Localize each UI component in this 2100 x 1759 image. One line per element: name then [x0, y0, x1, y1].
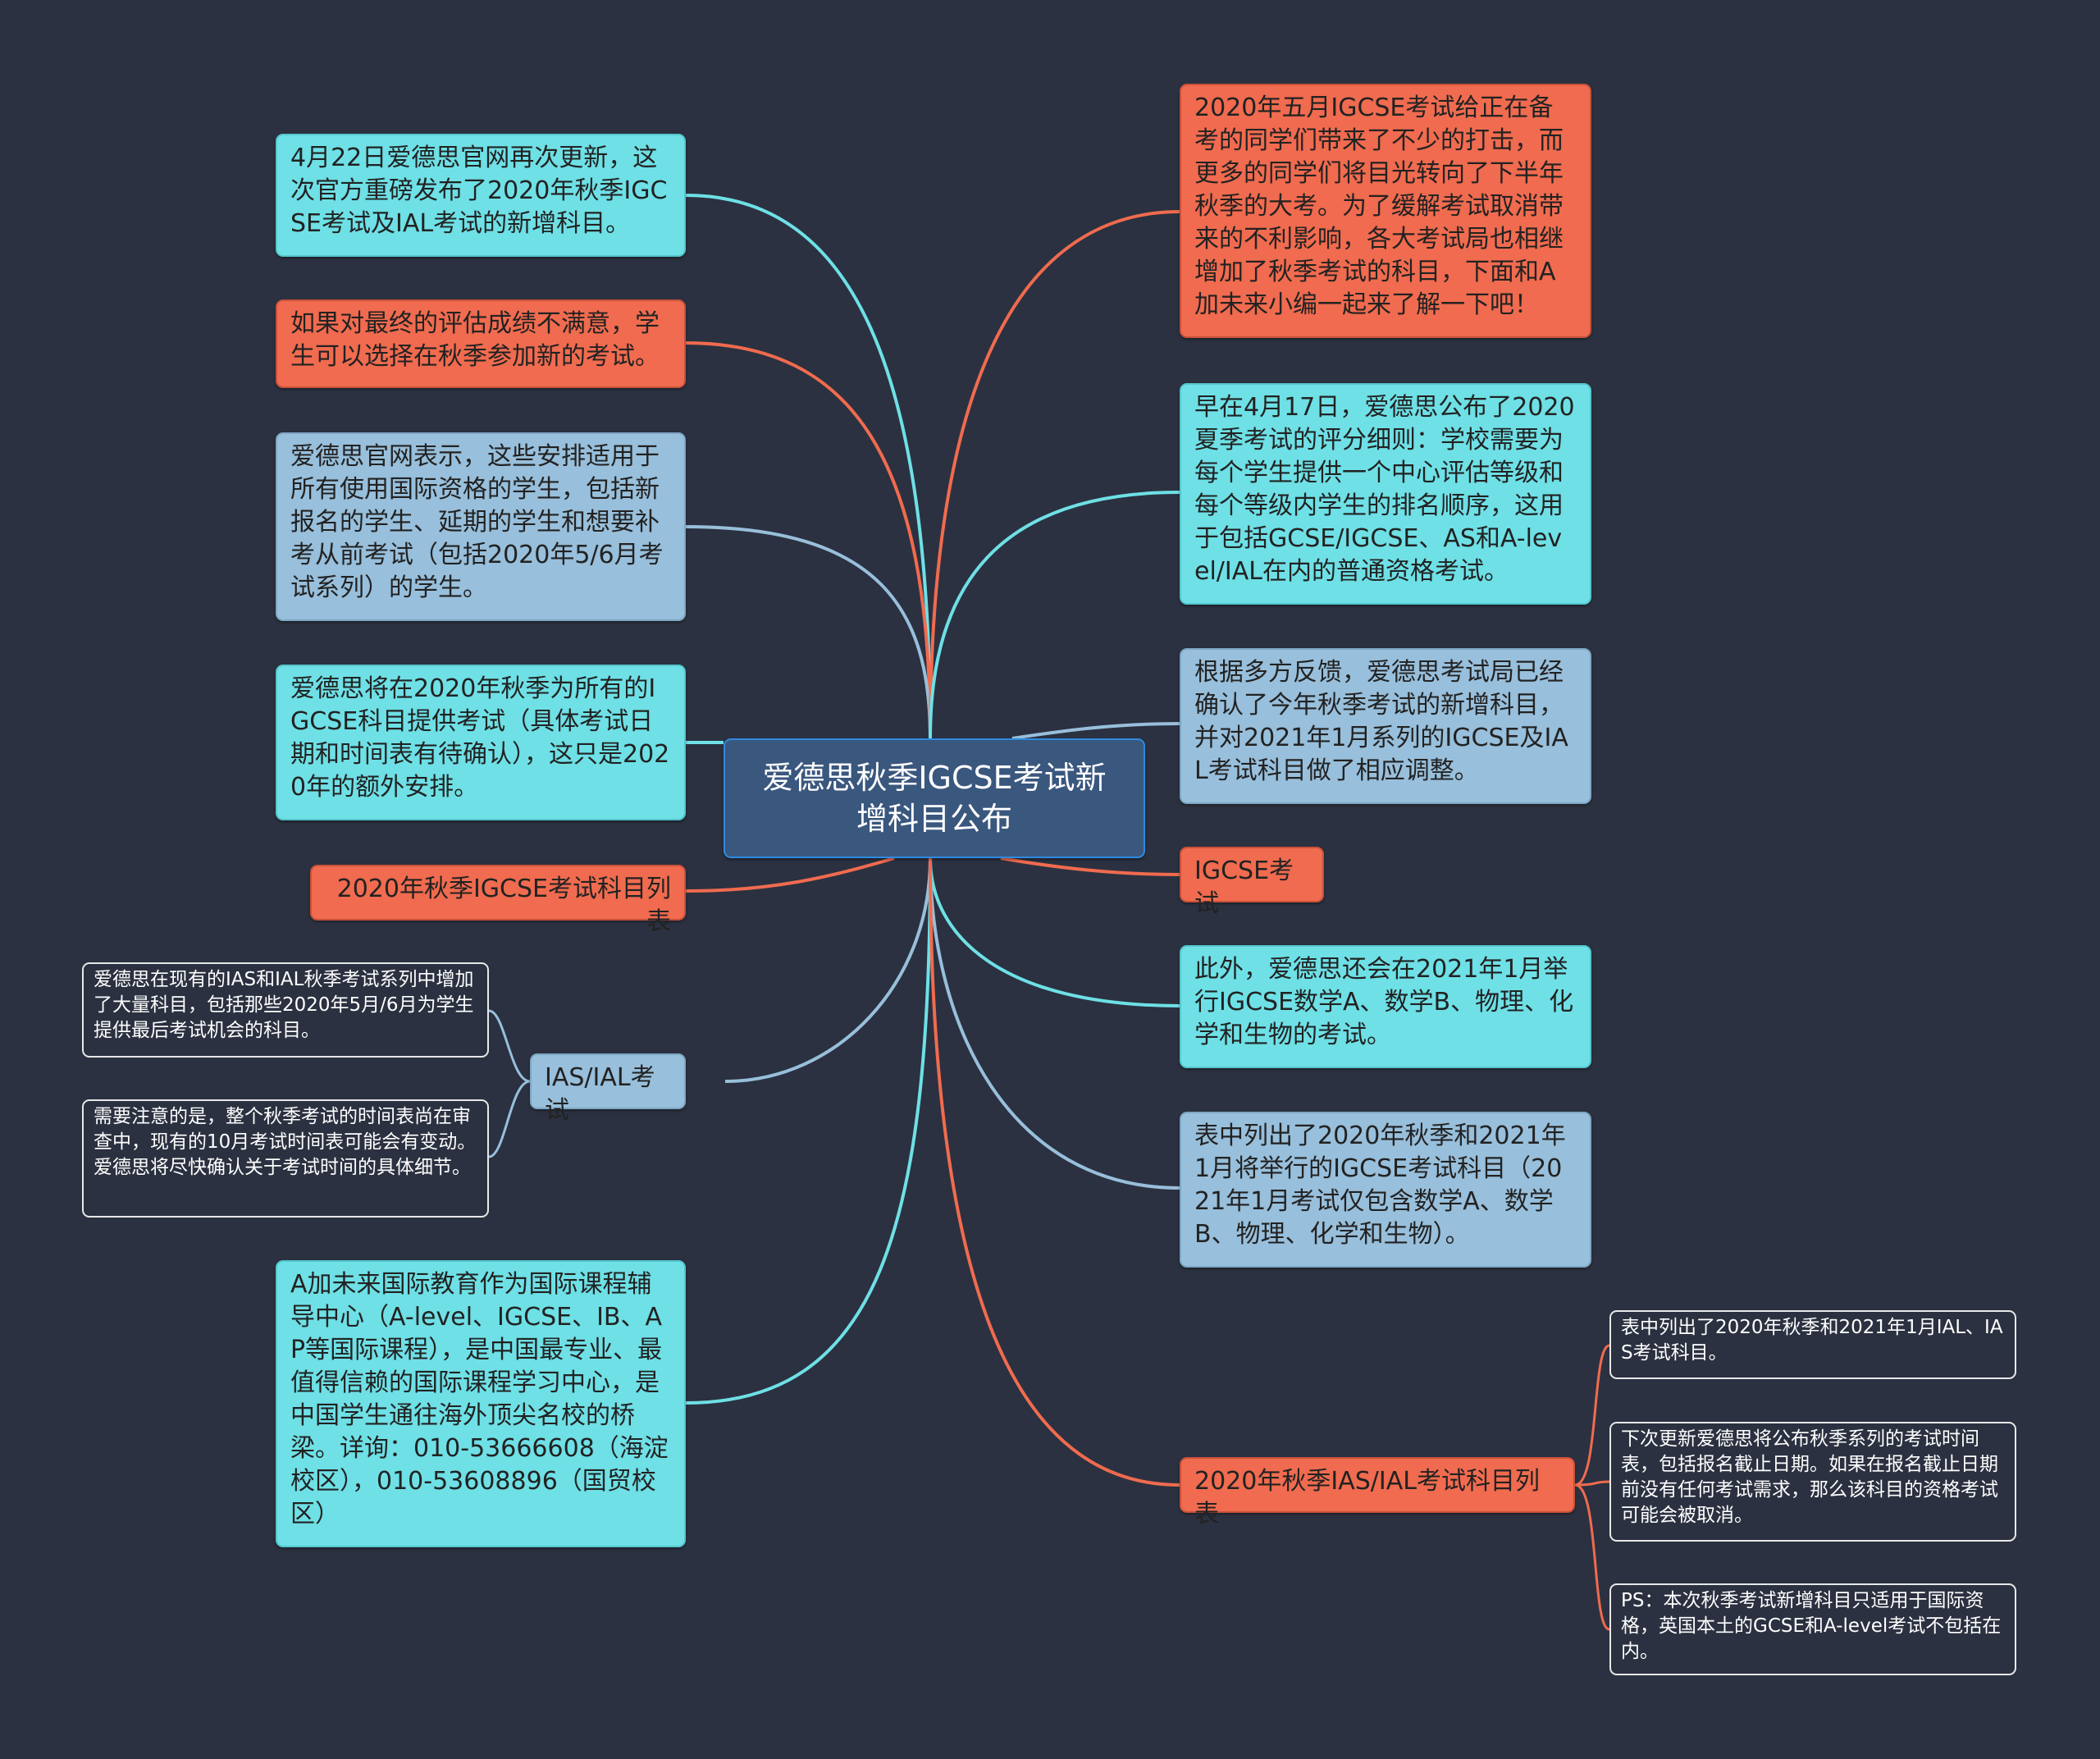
subtopic-node[interactable]: 需要注意的是，整个秋季考试的时间表尚在审查中，现有的10月考试时间表可能会有变动…: [82, 1099, 489, 1218]
edge-l6-ls2: [488, 1080, 531, 1158]
topic-text: 如果对最终的评估成绩不满意，学生可以选择在秋季参加新的考试。: [290, 309, 660, 371]
edge-center-r1: [929, 210, 1180, 739]
topic-node[interactable]: 表中列出了2020年秋季和2021年1月将举行的IGCSE考试科目（2021年1…: [1180, 1112, 1591, 1268]
subtopic-text: 需要注意的是，整个秋季考试的时间表尚在审查中，现有的10月考试时间表可能会有变动…: [94, 1106, 477, 1178]
subtopic-text: 表中列出了2020年秋季和2021年1月IAL、IAS考试科目。: [1621, 1317, 2003, 1364]
topic-text: IAS/IAL考试: [545, 1063, 655, 1125]
edge-center-r4: [1000, 857, 1180, 876]
topic-node[interactable]: 2020年秋季IGCSE考试科目列表: [310, 865, 686, 936]
edge-center-r2: [929, 491, 1180, 739]
subtopic-text: 爱德思在现有的IAS和IAL秋季考试系列中增加了大量科目，包括那些2020年5月…: [94, 969, 474, 1041]
edge-center-r6: [929, 857, 1180, 1190]
topic-node[interactable]: A加未来国际教育作为国际课程辅导中心（A-level、IGCSE、IB、AP等国…: [276, 1260, 686, 1547]
topic-text: 爱德思官网表示，这些安排适用于所有使用国际资格的学生，包括新报名的学生、延期的学…: [290, 442, 664, 602]
edge-center-l5: [685, 857, 895, 893]
edge-r7-rs3: [1574, 1483, 1610, 1631]
topic-text: 早在4月17日，爱德思公布了2020夏季考试的评分细则：学校需要为每个学生提供一…: [1194, 393, 1575, 586]
topic-node[interactable]: 2020年五月IGCSE考试给正在备考的同学们带来了不少的打击，而更多的同学们将…: [1180, 84, 1591, 338]
edge-center-r3: [1011, 722, 1180, 740]
topic-node[interactable]: 如果对最终的评估成绩不满意，学生可以选择在秋季参加新的考试。: [276, 299, 686, 388]
edge-r7-rs2: [1574, 1480, 1610, 1487]
topic-node[interactable]: 2020年秋季IAS/IAL考试科目列表: [1180, 1457, 1575, 1528]
topic-text: 4月22日爱德思官网再次更新，这次官方重磅发布了2020年秋季IGCSE考试及I…: [290, 144, 668, 238]
topic-text: 2020年五月IGCSE考试给正在备考的同学们带来了不少的打击，而更多的同学们将…: [1194, 94, 1564, 319]
central-topic[interactable]: 爱德思秋季IGCSE考试新增科目公布: [724, 738, 1145, 858]
edge-center-l1: [685, 194, 932, 739]
topic-node[interactable]: 此外，爱德思还会在2021年1月举行IGCSE数学A、数学B、物理、化学和生物的…: [1180, 945, 1591, 1068]
subtopic-node[interactable]: PS：本次秋季考试新增科目只适用于国际资格，英国本土的GCSE和A-level考…: [1609, 1583, 2016, 1675]
topic-node[interactable]: 4月22日爱德思官网再次更新，这次官方重磅发布了2020年秋季IGCSE考试及I…: [276, 134, 686, 257]
topic-text: IGCSE考试: [1194, 857, 1294, 918]
central-topic-title: 爱德思秋季IGCSE考试新增科目公布: [762, 760, 1107, 837]
topic-node[interactable]: 早在4月17日，爱德思公布了2020夏季考试的评分细则：学校需要为每个学生提供一…: [1180, 383, 1591, 605]
subtopic-node[interactable]: 爱德思在现有的IAS和IAL秋季考试系列中增加了大量科目，包括那些2020年5月…: [82, 962, 489, 1058]
topic-text: 爱德思将在2020年秋季为所有的IGCSE科目提供考试（具体考试日期和时间表有待…: [290, 674, 670, 802]
topic-text: A加未来国际教育作为国际课程辅导中心（A-level、IGCSE、IB、AP等国…: [290, 1270, 669, 1528]
edge-center-r7: [929, 857, 1180, 1487]
subtopic-text: 下次更新爱德思将公布秋季系列的考试时间表，包括报名截止日期。如果在报名截止日期前…: [1621, 1428, 1998, 1526]
subtopic-text: PS：本次秋季考试新增科目只适用于国际资格，英国本土的GCSE和A-level考…: [1621, 1590, 2002, 1662]
topic-node[interactable]: IGCSE考试: [1180, 847, 1324, 918]
topic-text: 表中列出了2020年秋季和2021年1月将举行的IGCSE考试科目（2021年1…: [1194, 1122, 1566, 1249]
edge-r7-rs1: [1574, 1344, 1610, 1487]
edge-center-r5: [929, 857, 1180, 1007]
subtopic-node[interactable]: 表中列出了2020年秋季和2021年1月IAL、IAS考试科目。: [1609, 1310, 2016, 1379]
topic-node[interactable]: IAS/IAL考试: [530, 1053, 686, 1125]
topic-text: 此外，爱德思还会在2021年1月举行IGCSE数学A、数学B、物理、化学和生物的…: [1194, 955, 1574, 1049]
topic-text: 2020年秋季IGCSE考试科目列表: [336, 875, 671, 936]
topic-node[interactable]: 根据多方反馈，爱德思考试局已经确认了今年秋季考试的新增科目，并对2021年1月系…: [1180, 648, 1591, 804]
edge-l6-ls1: [488, 1009, 531, 1083]
topic-node[interactable]: 爱德思官网表示，这些安排适用于所有使用国际资格的学生，包括新报名的学生、延期的学…: [276, 432, 686, 621]
topic-text: 2020年秋季IAS/IAL考试科目列表: [1194, 1467, 1540, 1528]
edge-center-l7: [685, 857, 932, 1405]
subtopic-node[interactable]: 下次更新爱德思将公布秋季系列的考试时间表，包括报名截止日期。如果在报名截止日期前…: [1609, 1422, 2016, 1542]
edge-center-l6: [724, 857, 932, 1083]
edge-center-l3: [685, 525, 932, 739]
topic-node[interactable]: 爱德思将在2020年秋季为所有的IGCSE科目提供考试（具体考试日期和时间表有待…: [276, 665, 686, 820]
topic-text: 根据多方反馈，爱德思考试局已经确认了今年秋季考试的新增科目，并对2021年1月系…: [1194, 658, 1568, 785]
edge-center-l2: [685, 341, 932, 739]
